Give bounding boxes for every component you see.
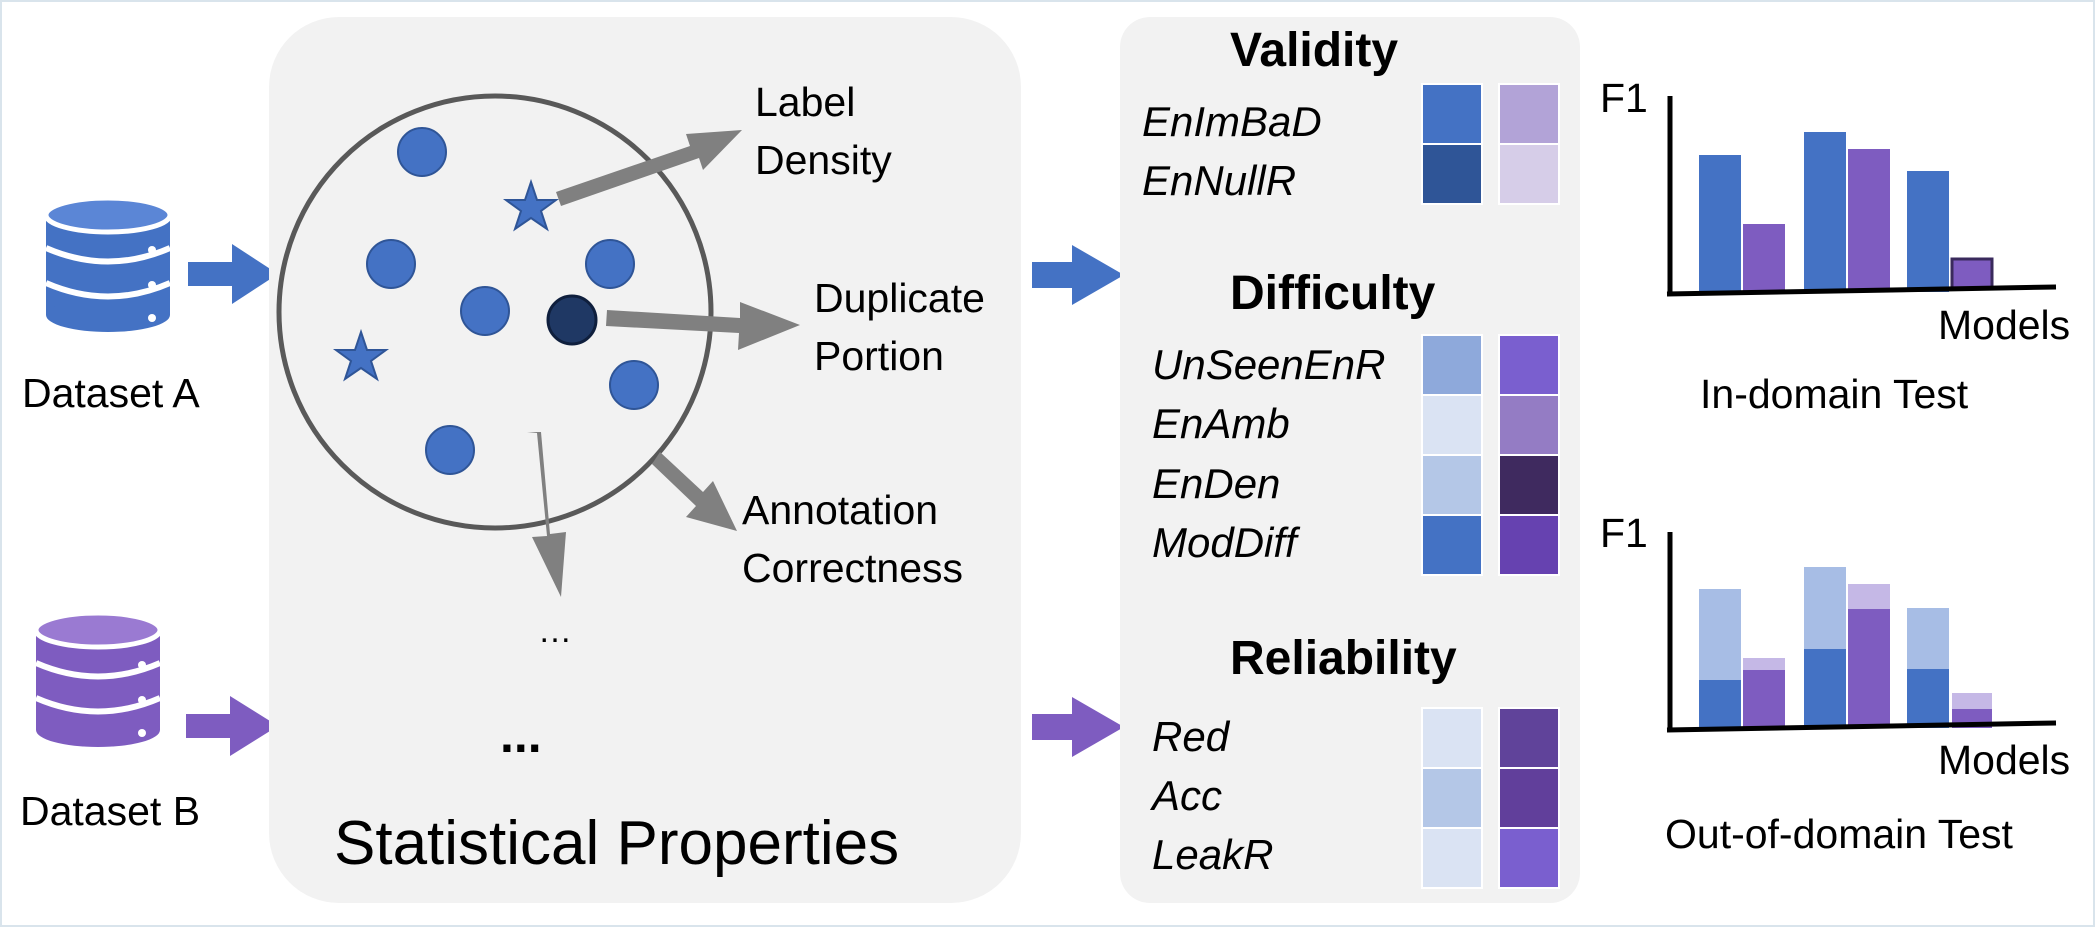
arrow-stats-to-metrics-b — [1032, 697, 1124, 757]
metric-enamb: EnAmb — [1152, 400, 1290, 447]
label-density-line1: Label — [755, 79, 855, 125]
bar — [1743, 670, 1785, 728]
arrow-stats-to-metrics-a — [1032, 245, 1124, 305]
property-arrows — [527, 130, 800, 597]
arrow-ellipsis — [527, 432, 566, 597]
bar — [1804, 649, 1846, 728]
metric-red: Red — [1152, 713, 1231, 760]
heatmap-cell — [1498, 83, 1560, 145]
sample-point — [460, 286, 510, 336]
out-domain-y-label: F1 — [1600, 510, 1648, 556]
ellipsis-small: … — [538, 612, 572, 650]
metric-ennullr: EnNullR — [1142, 157, 1296, 204]
heatmap-cell — [1421, 514, 1483, 576]
metric-enimbad: EnImBaD — [1142, 98, 1322, 145]
database-a-icon — [43, 195, 173, 332]
ellipsis-large: ... — [500, 707, 542, 763]
star-icon — [332, 328, 390, 382]
reliability-title: Reliability — [1230, 632, 1457, 685]
metric-moddiff: ModDiff — [1152, 519, 1301, 566]
bar — [1743, 224, 1785, 292]
bar — [1907, 669, 1949, 728]
out-of-domain-chart: F1 Models Out-of-domain Test — [1600, 510, 2070, 857]
dataset-a-label: Dataset A — [22, 370, 200, 416]
arrow-label-density — [556, 130, 742, 206]
bar — [1950, 257, 1994, 290]
difficulty-heatmap — [1421, 334, 1560, 576]
heatmap-cell — [1421, 394, 1483, 456]
in-domain-chart: F1 Models In-domain Test — [1600, 75, 2070, 417]
in-domain-x-axis — [1666, 284, 2057, 297]
heatmap-cell — [1421, 454, 1483, 516]
sample-point — [585, 239, 635, 289]
heatmap-cell — [1421, 334, 1483, 396]
heatmap-cell — [1498, 143, 1560, 205]
out-domain-x-axis — [1666, 720, 2057, 733]
heatmap-cell — [1421, 707, 1483, 769]
out-domain-caption: Out-of-domain Test — [1665, 811, 2014, 857]
arrow-annotation-correctness — [652, 452, 737, 531]
star-icon — [502, 178, 560, 232]
label-density-line2: Density — [755, 137, 892, 183]
sample-point — [425, 425, 475, 475]
heatmap-cell — [1498, 334, 1560, 396]
reliability-heatmap — [1421, 707, 1560, 889]
out-domain-x-label: Models — [1938, 737, 2070, 783]
dataset-circle — [276, 93, 714, 531]
metrics-panel — [1120, 17, 1580, 903]
metric-unseenenr: UnSeenEnR — [1152, 341, 1385, 388]
database-b-icon — [33, 610, 163, 747]
in-domain-y-label: F1 — [1600, 75, 1648, 121]
sample-point — [397, 127, 447, 177]
bar — [1804, 132, 1846, 292]
heatmap-cell — [1498, 514, 1560, 576]
metric-leakr: LeakR — [1152, 831, 1273, 878]
bar — [1907, 171, 1949, 292]
validity-heatmap — [1421, 83, 1560, 205]
validity-title: Validity — [1230, 24, 1398, 77]
heatmap-cell — [1498, 454, 1560, 516]
metric-enden: EnDen — [1152, 460, 1280, 507]
dataset-b-label: Dataset B — [20, 788, 200, 834]
heatmap-cell — [1421, 143, 1483, 205]
arrow-b-to-stats — [186, 696, 278, 756]
in-domain-caption: In-domain Test — [1700, 371, 1969, 417]
sample-point — [366, 239, 416, 289]
heatmap-cell — [1421, 827, 1483, 889]
stats-panel-title: Statistical Properties — [334, 809, 899, 878]
sample-point — [609, 360, 659, 410]
bar — [1848, 609, 1890, 728]
stats-panel — [269, 17, 1021, 903]
bar — [1699, 680, 1741, 728]
heatmap-cell — [1498, 767, 1560, 829]
annotation-correctness-line1: Annotation — [742, 487, 938, 533]
bar — [1848, 149, 1890, 292]
in-domain-x-label: Models — [1938, 302, 2070, 348]
bar — [1699, 155, 1741, 292]
heatmap-cell — [1421, 767, 1483, 829]
difficulty-title: Difficulty — [1230, 267, 1436, 320]
metric-acc: Acc — [1149, 772, 1222, 819]
heatmap-cell — [1498, 707, 1560, 769]
heatmap-cell — [1498, 394, 1560, 456]
duplicate-point — [546, 294, 598, 346]
heatmap-cell — [1498, 827, 1560, 889]
duplicate-portion-line2: Portion — [814, 333, 944, 379]
arrow-duplicate-portion — [606, 302, 800, 350]
duplicate-portion-line1: Duplicate — [814, 275, 985, 321]
annotation-correctness-line2: Correctness — [742, 545, 963, 591]
arrow-a-to-stats — [188, 244, 278, 304]
heatmap-cell — [1421, 83, 1483, 145]
